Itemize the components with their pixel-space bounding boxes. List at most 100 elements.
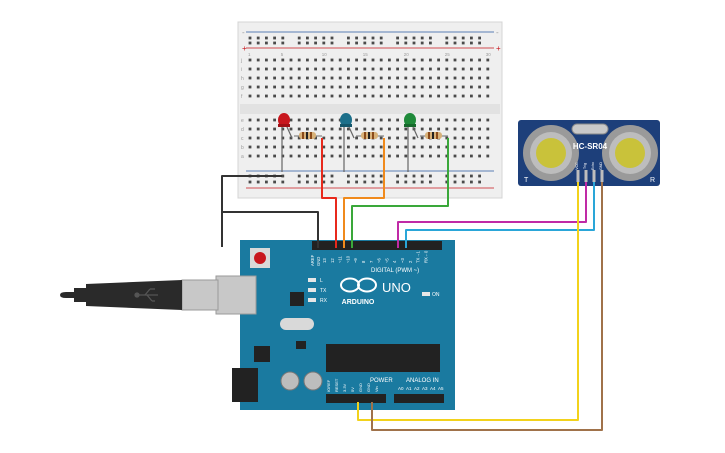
power-pin-label: 3.3V (342, 383, 347, 392)
arduino-model: UNO (382, 280, 411, 295)
digital-pin-label: ~11 (338, 256, 343, 263)
wire-orange[interactable] (343, 138, 385, 248)
power-pin-label: 5V (350, 387, 355, 392)
analog-pin-label: A4 (430, 386, 436, 391)
bb-row-letter: e (241, 118, 244, 124)
wire-gnd-lower[interactable] (222, 211, 319, 248)
analog-label: ANALOG IN (406, 378, 439, 384)
power-pin-label: RESET (334, 378, 339, 392)
digital-pin-label: 7 (369, 260, 374, 263)
atmega-chip (326, 344, 440, 372)
digital-pin-label: ~9 (353, 258, 358, 263)
digital-pin-label: ~10 (345, 255, 350, 263)
bb-row-letter: c (241, 136, 244, 142)
sensor-pin[interactable] (600, 170, 604, 182)
wire-gnd[interactable] (221, 175, 282, 247)
bb-row-letter: b (241, 145, 244, 151)
power-pin-label: GND (358, 383, 363, 392)
sensor-pin-label: Echo (591, 162, 595, 170)
digital-pin-label: ~6 (377, 258, 382, 263)
rail-plus-label: + (242, 44, 247, 53)
usb-cable[interactable] (60, 279, 219, 311)
sensor-pin[interactable] (592, 170, 596, 182)
sensor-name: HC-SR04 (573, 142, 608, 151)
sensor-corner-t: T (524, 177, 529, 184)
l-label: L (320, 278, 323, 284)
rail-minus-label-right: - (496, 28, 499, 37)
arduino-brand: ARDUINO (342, 299, 375, 306)
analog-pin-label: A1 (406, 386, 412, 391)
power-pin-label: Vin (374, 386, 379, 392)
resistor-3[interactable] (420, 132, 448, 139)
rail-plus-label-right: + (496, 44, 501, 53)
power-pin-label: GND (366, 383, 371, 392)
digital-header[interactable] (312, 241, 442, 250)
bb-row-letter: i (241, 67, 242, 73)
arduino-logo-icon (340, 277, 377, 293)
wire-red[interactable] (321, 138, 337, 248)
analog-header[interactable] (394, 394, 444, 403)
sensor-pin-label: Trig (583, 163, 587, 169)
bb-col-number: 30 (486, 52, 492, 57)
bb-row-letter: f (241, 94, 243, 100)
bb-col-number: 20 (404, 52, 410, 57)
digital-pin-label: GND (316, 257, 321, 266)
wires (221, 138, 603, 431)
analog-pin-label: A5 (438, 386, 444, 391)
digital-pin-label: AREF (310, 254, 315, 266)
bb-col-number: 5 (281, 52, 284, 57)
analog-pin-label: A0 (398, 386, 404, 391)
rx-led (308, 298, 316, 302)
digital-pin-label: 2 (408, 260, 413, 263)
usb-icon (134, 288, 158, 302)
sensor-corner-r: R (650, 177, 655, 184)
wire-brown[interactable] (371, 182, 603, 431)
bb-row-letter: g (241, 85, 244, 91)
wire-magenta[interactable] (397, 182, 587, 248)
digital-pin-label: 13 (322, 258, 327, 263)
analog-pin-label: A3 (422, 386, 428, 391)
power-pin-label: IOREF (326, 379, 331, 392)
bb-col-number: 25 (445, 52, 451, 57)
tx-led (308, 288, 316, 292)
bb-row-letter: a (241, 154, 244, 160)
sensor-pin-label: GND (599, 162, 603, 170)
on-label: ON (432, 292, 440, 298)
bb-col-number: 1 (248, 52, 251, 57)
led-green[interactable] (404, 113, 419, 172)
power-header[interactable] (326, 394, 386, 403)
digital-pin-label: 12 (330, 258, 335, 263)
wire-green[interactable] (351, 138, 449, 248)
bb-row-letter: d (241, 127, 244, 133)
analog-pin-label: A2 (414, 386, 420, 391)
bb-col-number: 15 (363, 52, 369, 57)
ultrasonic-sensor[interactable]: HC-SR04 T R VCC Trig Echo GND (518, 120, 660, 186)
on-led (422, 292, 430, 296)
wire-cyan[interactable] (405, 182, 595, 248)
power-label: POWER (370, 378, 393, 384)
arduino-uno[interactable]: ARDUINO UNO DIGITAL (PWM ~) POWER ANALOG… (215, 240, 455, 410)
sensor-pin-label: VCC (575, 162, 579, 170)
digital-pin-label: RX←0 (423, 250, 428, 263)
bb-row-letter: j (240, 58, 242, 64)
rx-label: RX (320, 298, 328, 304)
digital-pin-label: TX→1 (416, 250, 421, 263)
bb-row-letter: h (241, 76, 244, 82)
digital-pin-label: 8 (361, 260, 366, 263)
sensor-pin[interactable] (584, 170, 588, 182)
resistor-2[interactable] (356, 132, 384, 139)
led-blue[interactable] (340, 113, 355, 172)
l-led (308, 278, 316, 282)
resistor-1[interactable] (294, 132, 322, 139)
digital-pin-label: 4 (392, 260, 397, 263)
tx-label: TX (320, 288, 327, 294)
sensor-pin[interactable] (576, 170, 580, 182)
digital-pin-label: ~3 (400, 258, 405, 263)
led-red[interactable] (278, 113, 293, 172)
digital-label: DIGITAL (PWM ~) (371, 268, 419, 274)
wire-yellow[interactable] (357, 182, 579, 421)
rail-minus-label: - (242, 28, 245, 37)
bb-col-number: 10 (322, 52, 328, 57)
